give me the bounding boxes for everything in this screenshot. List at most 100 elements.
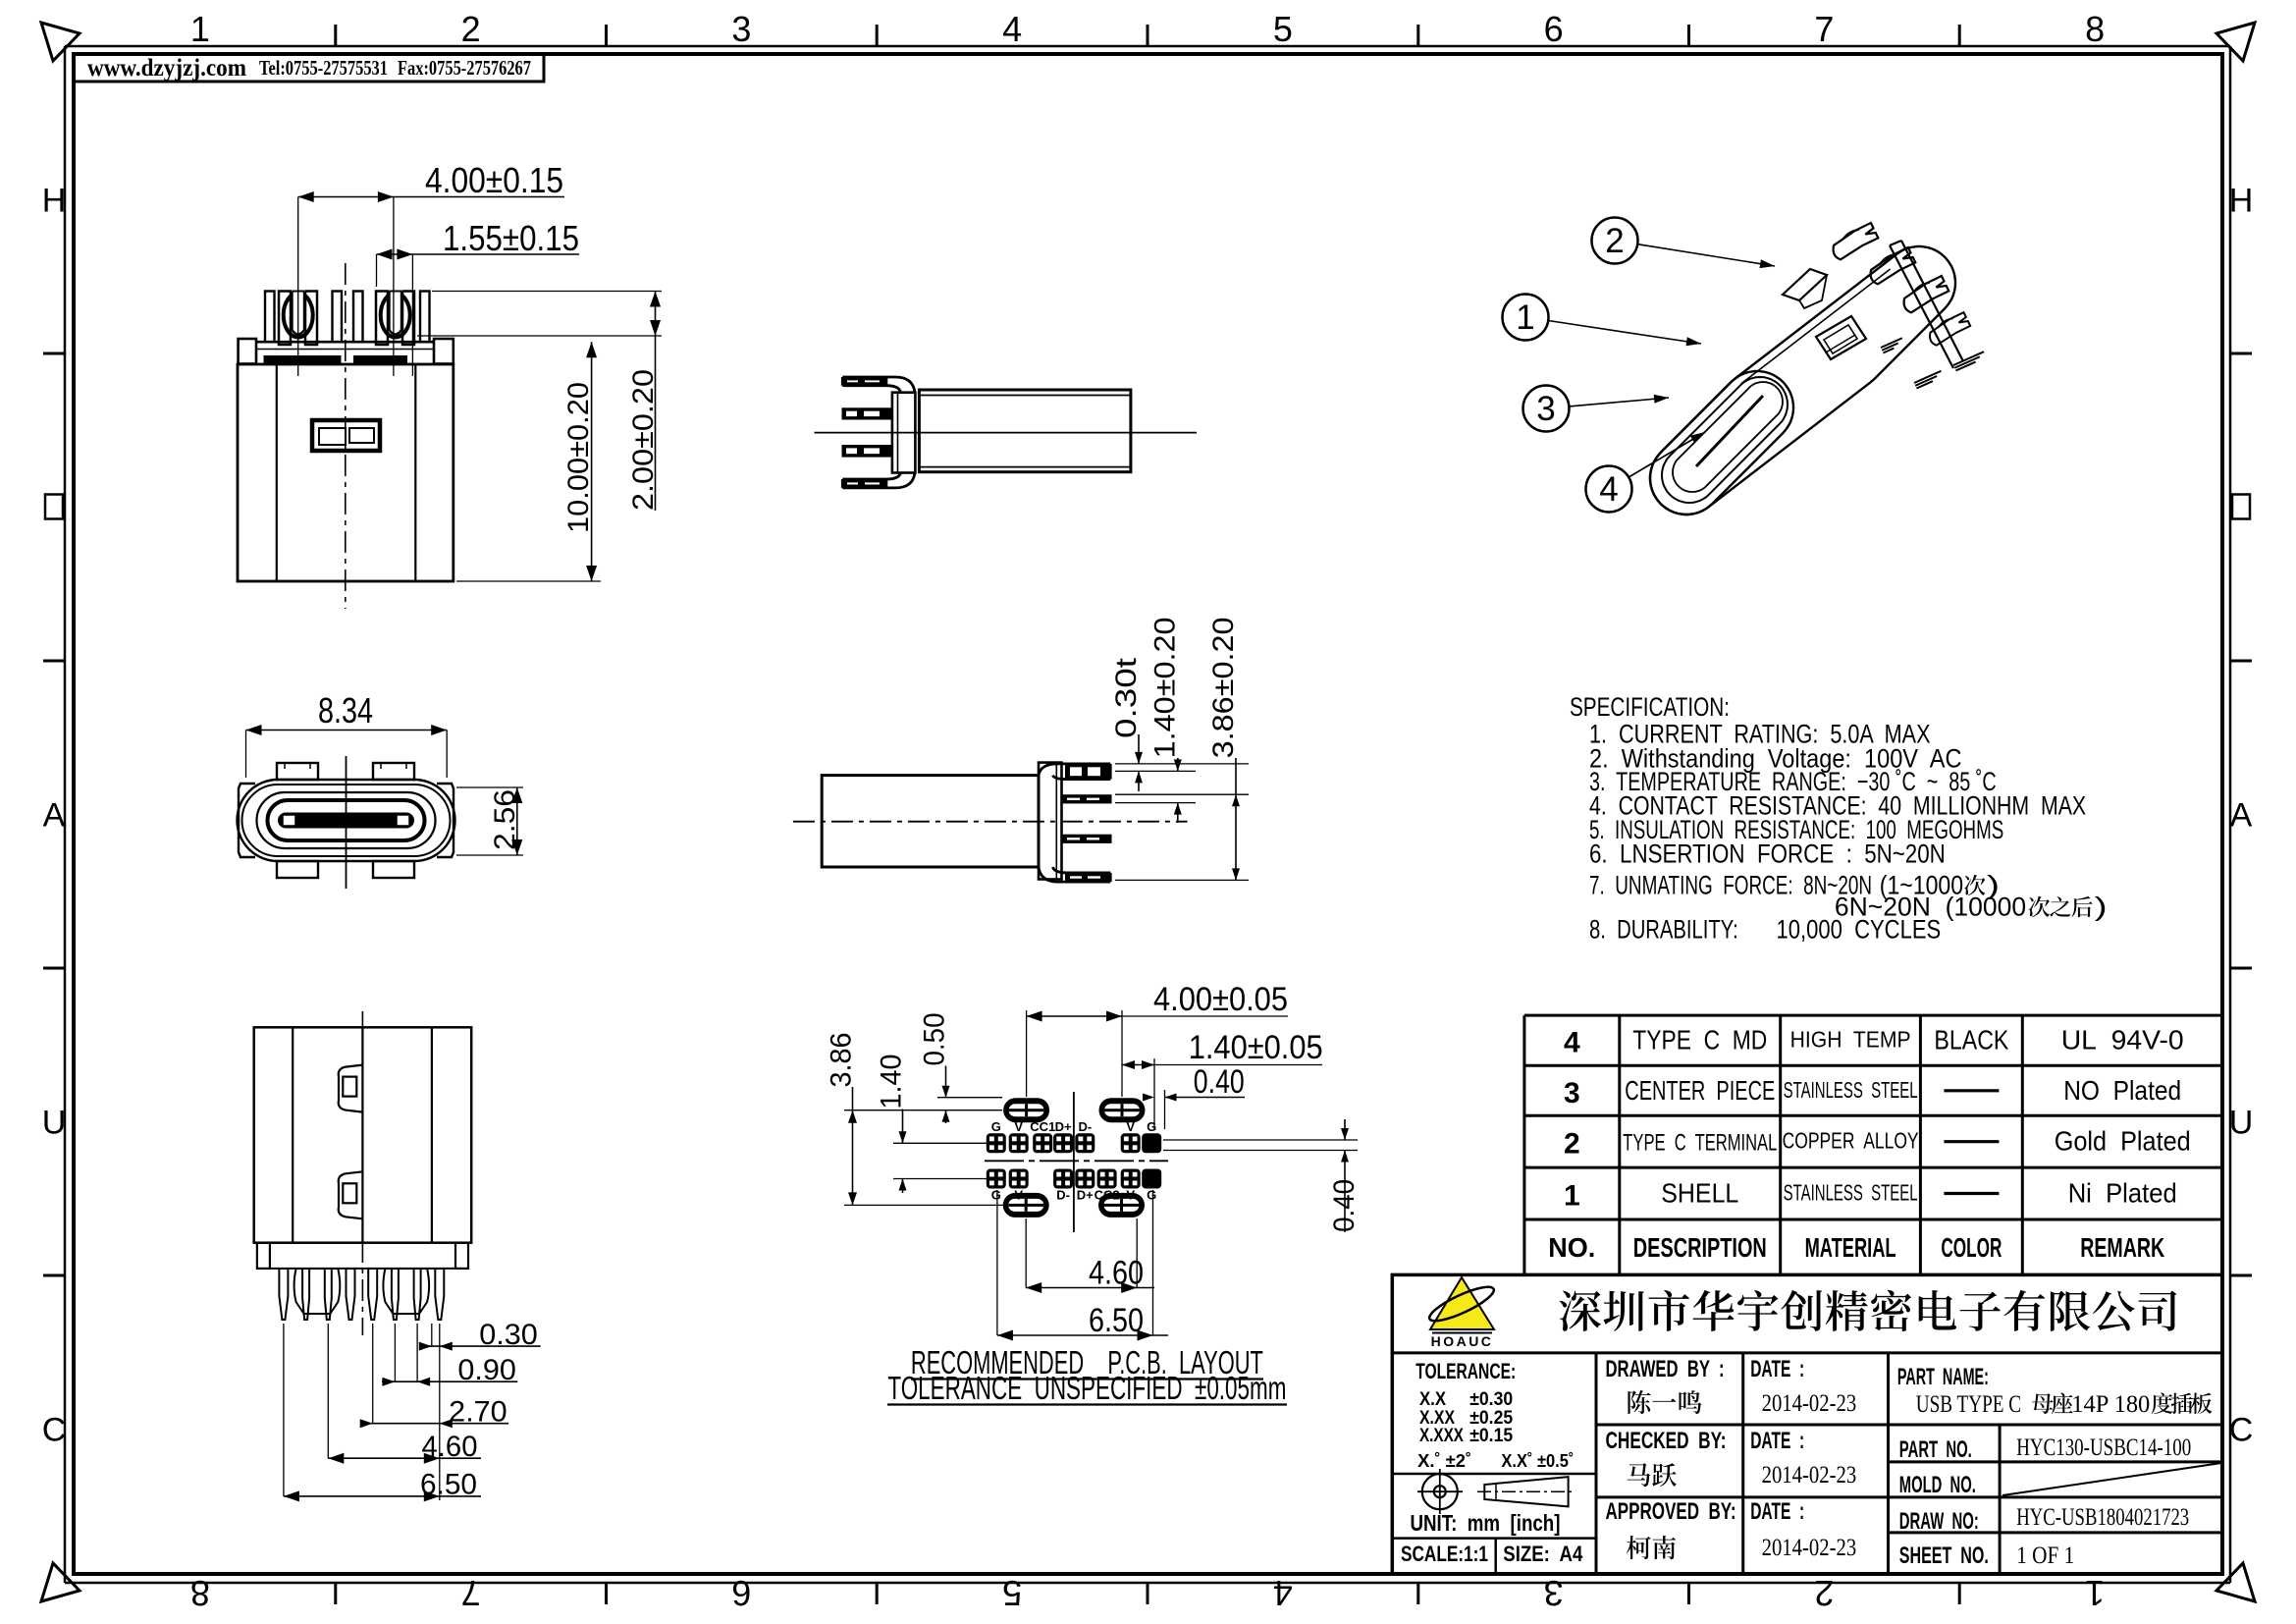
- svg-text:A: A: [43, 797, 66, 835]
- svg-text:2: 2: [1564, 1128, 1580, 1161]
- svg-text:4.60: 4.60: [1089, 1255, 1144, 1292]
- svg-text:8: 8: [2085, 9, 2105, 49]
- svg-text:1.55±0.15: 1.55±0.15: [443, 218, 579, 258]
- svg-text:4.00±0.15: 4.00±0.15: [425, 160, 563, 200]
- svg-text:H: H: [42, 183, 67, 220]
- svg-text:±0.15: ±0.15: [1469, 1426, 1513, 1446]
- svg-text:CC1: CC1: [1030, 1119, 1055, 1134]
- svg-text:0.90: 0.90: [457, 1354, 516, 1386]
- svg-text:X.X: X.X: [1419, 1389, 1446, 1410]
- svg-text:4: 4: [1599, 470, 1618, 509]
- svg-text:1.40: 1.40: [876, 1055, 908, 1110]
- svg-text:BLACK: BLACK: [1934, 1025, 2008, 1056]
- svg-text:DATE :: DATE :: [1750, 1498, 1804, 1525]
- svg-text:X.˚ ±2˚: X.˚ ±2˚: [1417, 1451, 1471, 1471]
- svg-text:2: 2: [1605, 222, 1624, 260]
- svg-text:DATE :: DATE :: [1750, 1356, 1804, 1382]
- svg-text:2.70: 2.70: [449, 1396, 507, 1429]
- svg-text:HOAUC: HOAUC: [1431, 1333, 1494, 1349]
- svg-text:1: 1: [1516, 298, 1534, 337]
- svg-text:6N~20N (10000: 6N~20N (10000: [1835, 892, 2026, 921]
- svg-text:DRAWED BY :: DRAWED BY :: [1606, 1356, 1725, 1382]
- svg-text:8: 8: [190, 1573, 210, 1613]
- svg-text:SHEET NO.: SHEET NO.: [1899, 1543, 1989, 1569]
- svg-text:SPECIFICATION:: SPECIFICATION:: [1570, 692, 1730, 722]
- svg-text:V: V: [1014, 1188, 1023, 1203]
- svg-text:D+: D+: [1055, 1119, 1072, 1134]
- svg-text:1 OF 1: 1 OF 1: [2016, 1543, 2074, 1569]
- svg-text:6: 6: [731, 1573, 751, 1613]
- svg-text:NO Plated: NO Plated: [2063, 1075, 2181, 1106]
- svg-text:Tel:0755-27575531: Tel:0755-27575531: [259, 56, 388, 80]
- svg-text:7: 7: [1814, 9, 1834, 49]
- svg-text:V: V: [1014, 1119, 1023, 1134]
- svg-text:8.34: 8.34: [318, 690, 373, 731]
- svg-text:7. UNMATING FORCE: 8N~20N: 7. UNMATING FORCE: 8N~20N: [1589, 870, 1872, 899]
- svg-text:G: G: [1147, 1188, 1156, 1203]
- svg-text:G: G: [991, 1188, 1001, 1203]
- svg-text:3.86: 3.86: [826, 1033, 858, 1088]
- svg-text:5. INSULATION RESISTANCE: 1: 5. INSULATION RESISTANCE: 100 MEGOHMS: [1589, 815, 2003, 844]
- svg-text:14P 180: 14P 180: [2071, 1391, 2150, 1418]
- svg-text:X.XXX: X.XXX: [1419, 1426, 1464, 1446]
- svg-text:COLOR: COLOR: [1941, 1232, 2002, 1263]
- svg-text:TOLERANCE:: TOLERANCE:: [1415, 1359, 1516, 1383]
- svg-text:2: 2: [461, 9, 481, 49]
- svg-text:DESCRIPTION: DESCRIPTION: [1633, 1232, 1767, 1263]
- svg-text:3: 3: [1536, 390, 1555, 428]
- svg-text:2. Withstanding Voltage: 10: 2. Withstanding Voltage: 100V AC: [1589, 744, 1962, 774]
- svg-text:4: 4: [1002, 9, 1022, 49]
- svg-text:8. DURABILITY:: 8. DURABILITY:: [1589, 915, 1738, 945]
- svg-text:5: 5: [1273, 9, 1293, 49]
- svg-text:www.dzyjzj.com: www.dzyjzj.com: [87, 55, 246, 81]
- svg-text:0.30: 0.30: [479, 1319, 538, 1351]
- svg-text:D-: D-: [1078, 1119, 1092, 1134]
- svg-text:2.56: 2.56: [489, 789, 521, 850]
- svg-text:1.40±0.05: 1.40±0.05: [1189, 1029, 1323, 1066]
- svg-text:1. CURRENT RATING: 5.0A MA: 1. CURRENT RATING: 5.0A MAX: [1589, 719, 1931, 748]
- svg-text:MOLD NO.: MOLD NO.: [1899, 1472, 1976, 1498]
- svg-text:D+: D+: [1077, 1188, 1094, 1203]
- svg-text:UNIT: mm [inch]: UNIT: mm [inch]: [1411, 1510, 1561, 1536]
- svg-text:TYPE C TERMINAL: TYPE C TERMINAL: [1623, 1130, 1777, 1157]
- svg-text:CENTER PIECE: CENTER PIECE: [1625, 1075, 1775, 1106]
- svg-text:6: 6: [1544, 9, 1564, 49]
- svg-text:HIGH TEMP: HIGH TEMP: [1790, 1027, 1911, 1053]
- svg-text:10,000 CYCLES: 10,000 CYCLES: [1777, 915, 1942, 945]
- svg-text:HYC-USB1804021723: HYC-USB1804021723: [2016, 1504, 2189, 1531]
- svg-text:4.60: 4.60: [422, 1431, 478, 1463]
- svg-text:10.00±0.20: 10.00±0.20: [562, 382, 595, 533]
- svg-text:TYPE C MD: TYPE C MD: [1632, 1025, 1767, 1056]
- svg-text:(1~1000: (1~1000: [1880, 870, 1963, 899]
- svg-text:Fax:0755-27576267: Fax:0755-27576267: [398, 56, 531, 80]
- svg-text:APPROVED BY:: APPROVED BY:: [1606, 1498, 1736, 1525]
- svg-text:NO.: NO.: [1548, 1232, 1595, 1263]
- svg-text:X.X˚ ±0.5˚: X.X˚ ±0.5˚: [1501, 1451, 1574, 1471]
- svg-text:1.40±0.20: 1.40±0.20: [1149, 617, 1182, 758]
- svg-text:CHECKED BY:: CHECKED BY:: [1606, 1428, 1727, 1454]
- svg-text:H: H: [2229, 183, 2254, 220]
- svg-text:SCALE:1:1: SCALE:1:1: [1401, 1542, 1488, 1566]
- svg-text:CC2: CC2: [1095, 1188, 1120, 1203]
- svg-text:PART NO.: PART NO.: [1899, 1436, 1972, 1463]
- svg-text:Gold Plated: Gold Plated: [2055, 1126, 2191, 1157]
- svg-text:U: U: [2229, 1105, 2254, 1142]
- svg-text:±0.25: ±0.25: [1469, 1408, 1513, 1429]
- svg-text:±0.30: ±0.30: [1469, 1389, 1513, 1410]
- svg-text:SHELL: SHELL: [1661, 1178, 1738, 1209]
- svg-text:PART NAME:: PART NAME:: [1897, 1364, 1989, 1390]
- svg-text:2.00±0.20: 2.00±0.20: [627, 369, 660, 511]
- svg-text:3.86±0.20: 3.86±0.20: [1207, 617, 1240, 758]
- svg-text:7: 7: [461, 1573, 481, 1613]
- svg-text:HYC130-USBC14-100: HYC130-USBC14-100: [2016, 1435, 2191, 1461]
- svg-text:MATERIAL: MATERIAL: [1805, 1232, 1896, 1263]
- svg-text:DATE :: DATE :: [1750, 1428, 1804, 1454]
- svg-text:REMARK: REMARK: [2080, 1232, 2164, 1263]
- svg-text:3. TEMPERATURE RANGE: −30 ˚: 3. TEMPERATURE RANGE: −30 ˚C ~ 85 ˚C: [1589, 767, 1997, 796]
- svg-text:2: 2: [1814, 1573, 1834, 1613]
- svg-text:6.50: 6.50: [420, 1469, 477, 1501]
- svg-text:V: V: [1126, 1188, 1135, 1203]
- svg-text:TOLERANCE UNSPECIFIED ±0.05m: TOLERANCE UNSPECIFIED ±0.05mm: [887, 1370, 1286, 1406]
- svg-text:C: C: [42, 1412, 67, 1449]
- svg-text:0.40: 0.40: [1328, 1179, 1361, 1232]
